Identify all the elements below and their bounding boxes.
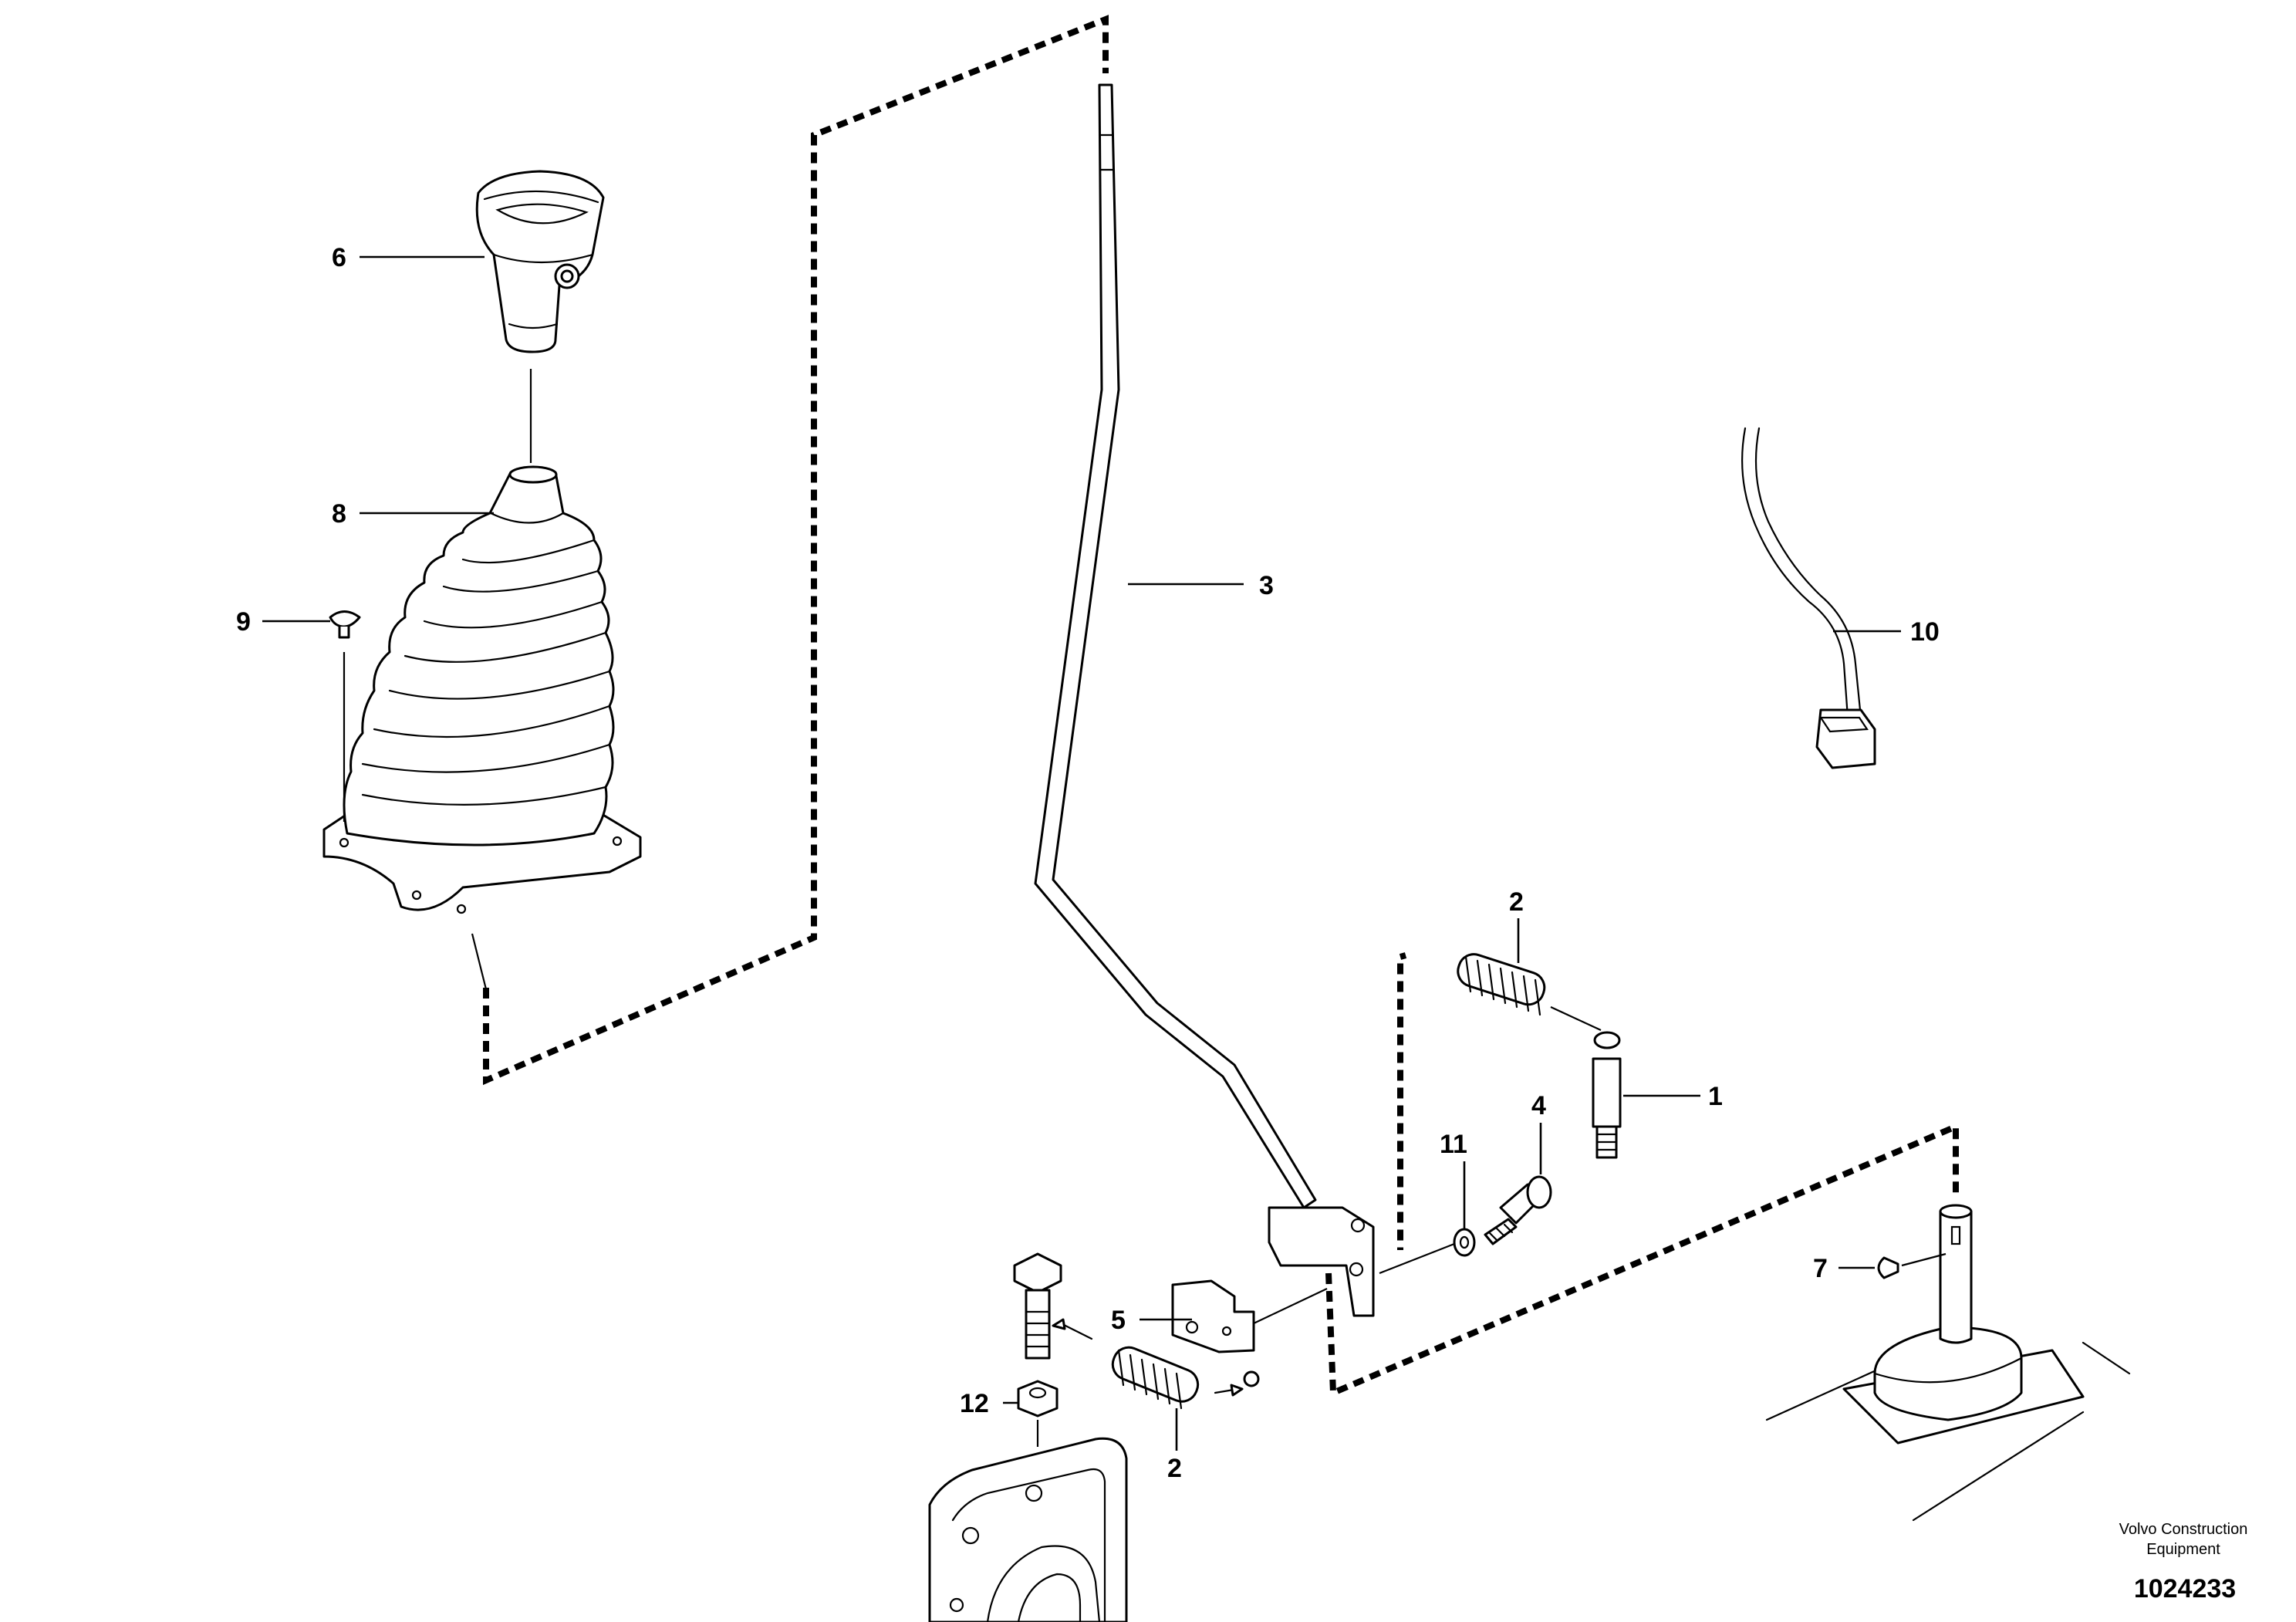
- callout-6: 6: [332, 243, 346, 272]
- bolt-12-part: [1013, 1252, 1062, 1447]
- callout-4: 4: [1531, 1091, 1546, 1120]
- callout-labels: 6 8 9 3 10 2 1 11 4 5 12 2 7: [236, 243, 1940, 1483]
- footer-brand-line2: Equipment: [2146, 1541, 2220, 1558]
- sensor-part: [1741, 427, 1876, 769]
- callout-7: 7: [1813, 1254, 1828, 1283]
- knob-part: [475, 170, 605, 353]
- callout-2b: 2: [1167, 1454, 1182, 1483]
- callout-1: 1: [1708, 1082, 1723, 1111]
- spring-top-part: [1457, 953, 1602, 1031]
- plug-part: [329, 610, 361, 822]
- boot-part: [322, 465, 642, 990]
- valve-base-part: [1765, 1204, 2131, 1522]
- callout-10: 10: [1910, 617, 1940, 647]
- footer: Volvo Construction Equipment 1024233: [2119, 1521, 2248, 1603]
- pin-part: [1592, 1031, 1622, 1159]
- callout-8: 8: [332, 499, 346, 529]
- callout-9: 9: [236, 607, 251, 637]
- mounting-plate-part: [928, 1437, 1128, 1622]
- dashed-connector-boot-to-lever: [483, 15, 1109, 1086]
- bolt-part: [1484, 1175, 1552, 1245]
- callout-11: 11: [1440, 1130, 1467, 1159]
- callout-3: 3: [1259, 571, 1274, 600]
- leader-lines: [262, 255, 1901, 1451]
- dashed-connector-spring-to-lever: [1397, 952, 1407, 1250]
- callout-2a: 2: [1509, 887, 1524, 917]
- spring-bottom-part: [1052, 1318, 1244, 1410]
- dashed-connector-lever-to-base: [1325, 1121, 1959, 1397]
- bracket-part: [1171, 1279, 1260, 1387]
- dashed-connectors: [483, 15, 1959, 1397]
- callout-12: 12: [960, 1389, 989, 1418]
- drawing-number: 1024233: [2134, 1574, 2236, 1603]
- lever-part: [1034, 83, 1375, 1317]
- footer-brand-line1: Volvo Construction: [2119, 1521, 2248, 1538]
- callout-5: 5: [1111, 1306, 1126, 1335]
- washer-part: [1453, 1228, 1476, 1257]
